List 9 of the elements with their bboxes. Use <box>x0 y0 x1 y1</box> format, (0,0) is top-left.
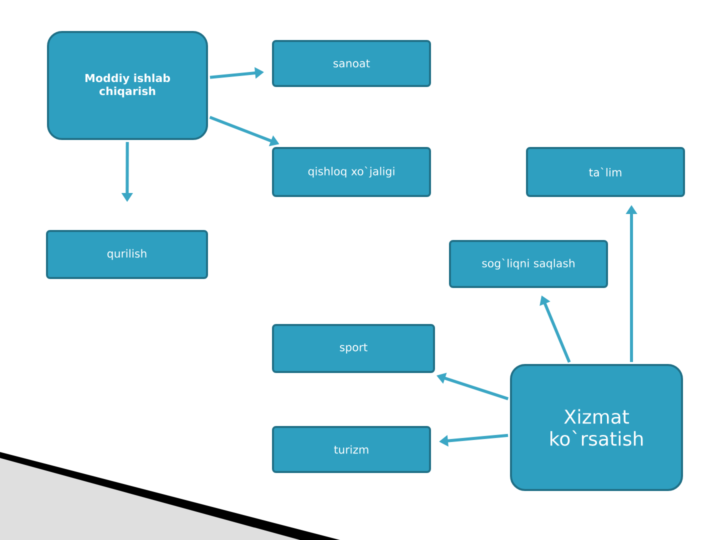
topic-box: turizm <box>272 426 431 473</box>
topic-box: sport <box>272 324 435 373</box>
topic-box: qurilish <box>46 230 208 279</box>
topic-box: ta`lim <box>526 147 685 197</box>
service-box: Moddiy ishlab chiqarish <box>47 31 208 140</box>
topic-box: sanoat <box>272 40 431 87</box>
service-box: Xizmat ko`rsatish <box>510 364 683 491</box>
topic-box: sog`liqni saqlash <box>449 240 608 288</box>
topic-box: qishloq xo`jaligi <box>272 147 431 197</box>
